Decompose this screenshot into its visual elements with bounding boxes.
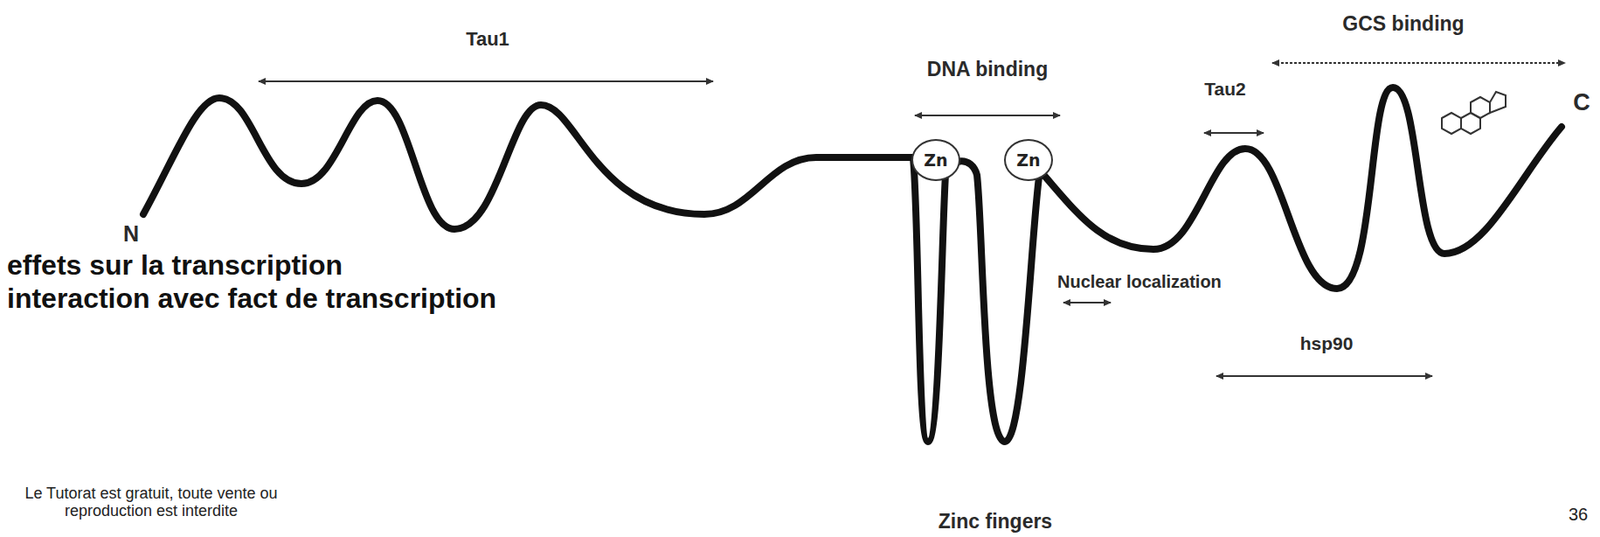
text-label: 36 (1568, 504, 1588, 524)
protein-chain (143, 87, 1562, 442)
text-label: DNA binding (927, 58, 1048, 81)
text-label: Zinc fingers (938, 510, 1053, 533)
text-label: Le Tutorat est gratuit, toute vente ou r… (6, 484, 296, 520)
text-label: GCS binding (1342, 13, 1464, 35)
text-label: hsp90 (1300, 332, 1354, 354)
zinc-circle: Zn (1004, 138, 1053, 181)
text-label: Nuclear localization (1057, 271, 1337, 291)
node-text: Zn (923, 150, 948, 170)
zinc-circle: Zn (911, 138, 961, 181)
text-label: interaction avec fact de transcription (6, 283, 497, 314)
text-label: N (123, 221, 139, 247)
range-arrows (258, 62, 1566, 376)
text-label: C (1572, 90, 1591, 117)
text-label: effets sur la transcription (6, 249, 343, 281)
text-label: Tau2 (1204, 78, 1246, 99)
text-label: Tau1 (465, 28, 510, 50)
steroid-symbol (1441, 91, 1506, 134)
node-text: Zn (1016, 150, 1040, 170)
